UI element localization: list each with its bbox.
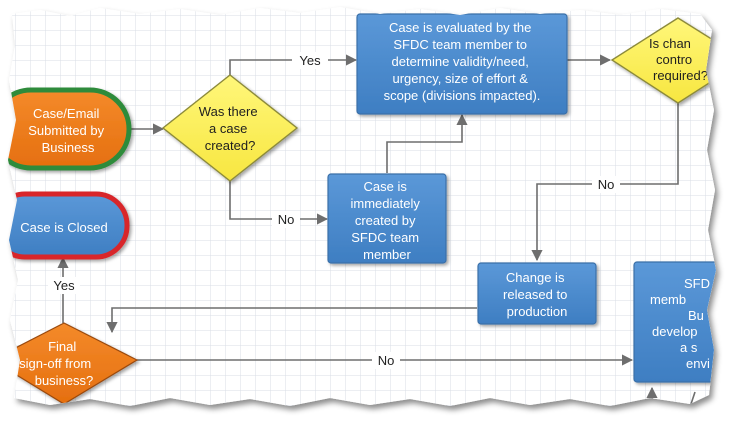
node-change-released — [477, 262, 597, 325]
edge-sfdc-bottom-right — [688, 391, 696, 406]
edge-released-to-signoff — [106, 307, 477, 334]
node-case-closed-label: Case is Closed — [20, 220, 107, 235]
node-case-evaluated-label: Case is evaluated by the SFDC team membe… — [384, 20, 541, 103]
node-case-closed — [8, 191, 130, 260]
node-change-released-label: Change is released to production — [503, 270, 571, 319]
edge-label-no-bottom: No — [378, 353, 395, 368]
node-sfdc-member — [633, 261, 716, 383]
edge-label-yes-top: Yes — [299, 53, 321, 68]
node-immediately-created — [327, 173, 447, 264]
node-change-control-label: Is chan contro required? — [649, 36, 708, 83]
node-was-case-created-label: Was there a case created? — [199, 104, 261, 153]
edge-label-no-right: No — [598, 177, 615, 192]
node-sfdc-member-label: SFD memb Bu develop a s envi — [650, 276, 714, 371]
node-was-case-created — [161, 74, 299, 182]
node-case-submitted — [8, 87, 132, 171]
edge-label-yes-left: Yes — [53, 278, 75, 293]
edge-label-no-mid: No — [278, 212, 295, 227]
edge-immediate-to-evaluated — [386, 113, 468, 173]
node-final-signoff-label: Final sign-off from business? — [19, 339, 95, 388]
node-immediately-created-label: Case is immediately created by SFDC team… — [351, 179, 424, 262]
node-case-submitted-label: Case/Email Submitted by Business — [28, 106, 108, 155]
